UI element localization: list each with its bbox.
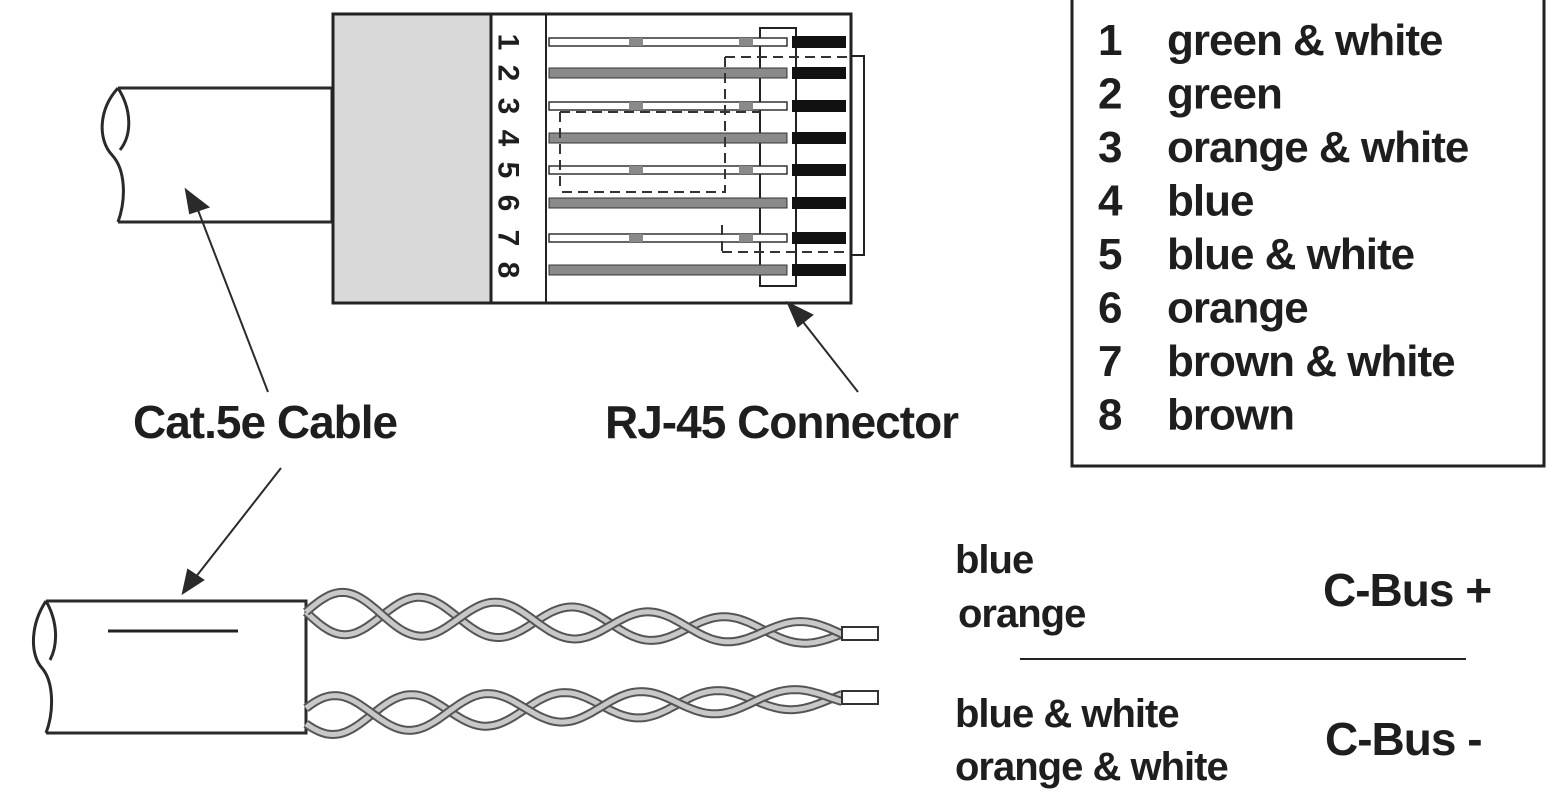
legend-wire-color: brown & white [1167,337,1455,386]
legend-row-1: 1 green & white [1098,16,1444,65]
conductor-7 [548,232,846,244]
pin-number-6: 6 [492,195,525,212]
legend-wire-color: brown [1167,391,1294,440]
legend-pin-number: 4 [1098,177,1123,226]
conductor-6 [548,197,846,209]
legend-row-8: 8 brown [1098,391,1295,440]
legend-pin-number: 8 [1098,391,1122,440]
arrow-connector [799,317,859,393]
legend-wire-color: blue [1167,177,1253,226]
rj45-connector-label: RJ-45 Connector [605,396,959,448]
legend-pin-number: 3 [1098,123,1121,172]
twisted-strand-upper-a [302,592,844,648]
arrow-cable-top-head [184,187,211,215]
conductor-1 [548,36,846,48]
legend-wire-color: orange & white [1167,123,1468,172]
legend-pin-number: 1 [1098,16,1122,65]
pin-number-3: 3 [492,98,525,115]
legend-wire-color: orange [1167,284,1308,333]
legend-pin-number: 7 [1098,337,1121,386]
cbus-plus-wire-1: blue [955,538,1033,582]
rj45-connector [331,12,865,305]
arrow-cable-top [195,204,269,393]
twisted-strand-lower-b [303,685,844,735]
arrow-cable-bottom [194,467,282,579]
legend-pin-number: 6 [1098,284,1121,333]
pin-number-2: 2 [492,65,525,82]
conductor-3 [548,100,846,112]
pin-number-5: 5 [492,162,525,179]
pin-number-4: 4 [492,130,525,147]
conductor-4 [548,132,846,144]
legend-row-6: 6 orange [1098,284,1309,333]
conductor-8 [548,264,846,276]
conductor-5 [548,164,846,176]
cbus-plus-wire-2: orange [958,592,1085,636]
connector-body [489,12,853,305]
twisted-strand-upper-b [303,587,844,647]
legend-row-2: 2 green [1098,70,1283,119]
conductor-tip-upper [841,626,879,641]
cbus-minus-wire-2: orange & white [955,745,1228,789]
cbus-plus-group: blue orange C-Bus + [955,538,1492,636]
arrows [181,187,859,596]
pin-number-1: 1 [492,34,525,51]
conductor-tip-lower [841,690,879,705]
conductor-2 [548,67,846,79]
pin-number-8: 8 [492,262,525,279]
arrow-cable-bottom-head [181,568,205,596]
cat5e-cable-stripped [31,587,879,740]
legend-row-4: 4 blue [1098,177,1254,226]
legend-pin-number: 5 [1098,230,1122,279]
cat5e-cable-label: Cat.5e Cable [133,396,398,448]
legend-wire-color: blue & white [1167,230,1414,279]
cat5e-cable-top [100,86,334,224]
connector-boot [331,12,493,305]
legend-row-7: 7 brown & white [1098,337,1456,386]
cbus-minus-wire-1: blue & white [955,692,1179,736]
legend-row-3: 3 orange & white [1098,123,1469,172]
legend-row-5: 5 blue & white [1098,230,1415,279]
arrow-connector-head [785,300,814,328]
cbus-minus-group: blue & white orange & white C-Bus - [955,692,1483,789]
legend-pin-number: 2 [1098,70,1121,119]
legend-wire-color: green & white [1167,16,1443,65]
cbus-minus-label: C-Bus - [1325,713,1482,765]
legend-wire-color: green [1167,70,1282,119]
pinout-legend: 1 green & white 2 green 3 orange & white 4 blue… [1070,0,1546,468]
pin-number-7: 7 [492,230,525,247]
cbus-plus-label: C-Bus + [1323,564,1491,616]
